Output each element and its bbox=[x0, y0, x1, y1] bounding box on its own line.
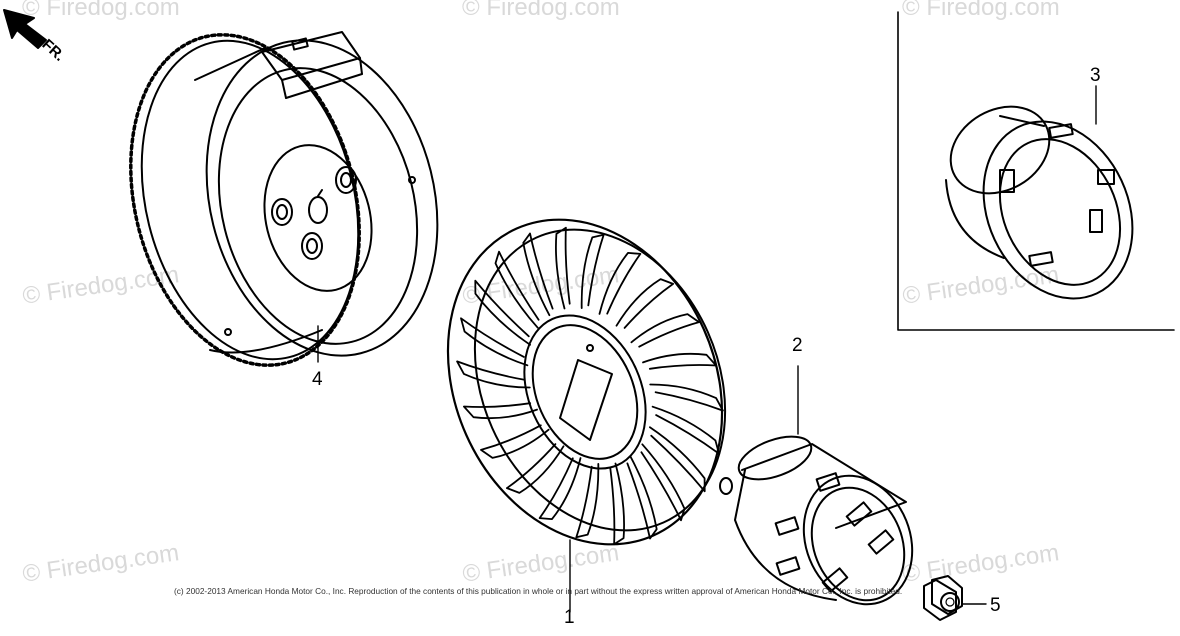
fan-blade bbox=[615, 278, 674, 329]
starter-pulley bbox=[719, 365, 914, 606]
fan-blade bbox=[494, 250, 540, 329]
starter-cup bbox=[945, 85, 1134, 300]
fan-blade bbox=[506, 443, 565, 494]
fan-blade bbox=[480, 424, 550, 459]
fan-blade bbox=[555, 226, 571, 310]
copyright-notice: (c) 2002-2013 American Honda Motor Co., … bbox=[174, 586, 903, 596]
watermark: © Firedog.com bbox=[462, 0, 620, 21]
fan-blade bbox=[460, 317, 529, 367]
fan-blade bbox=[626, 455, 658, 540]
fan-blade bbox=[598, 252, 642, 315]
fan-blade bbox=[474, 279, 531, 346]
fan-blade bbox=[649, 426, 706, 493]
fan-blade bbox=[642, 352, 717, 370]
fan-blade bbox=[640, 443, 686, 522]
flywheel bbox=[129, 31, 439, 367]
fan-blade bbox=[456, 360, 531, 389]
fan-blade bbox=[522, 232, 554, 317]
fan-blade bbox=[580, 233, 605, 309]
callout-part-3: 3 bbox=[1090, 65, 1101, 86]
fan-blade bbox=[575, 463, 600, 539]
callout-part-2: 2 bbox=[792, 335, 803, 356]
fan-blade bbox=[609, 462, 625, 546]
arrow-up-left-icon bbox=[3, 9, 47, 49]
watermark: © Firedog.com bbox=[22, 0, 180, 21]
callout-part-5: 5 bbox=[990, 595, 1001, 616]
fan-blade bbox=[630, 313, 700, 348]
callout-part-1: 1 bbox=[564, 607, 575, 628]
inset-frame bbox=[897, 11, 1175, 331]
callout-part-4: 4 bbox=[312, 369, 323, 390]
watermark: © Firedog.com bbox=[902, 0, 1060, 21]
flange-nut bbox=[923, 575, 987, 621]
fan-blade bbox=[651, 405, 720, 455]
fan-blade bbox=[538, 457, 582, 520]
fan-blade bbox=[463, 402, 538, 420]
fan-blade bbox=[649, 383, 724, 412]
cooling-fan bbox=[446, 218, 727, 613]
